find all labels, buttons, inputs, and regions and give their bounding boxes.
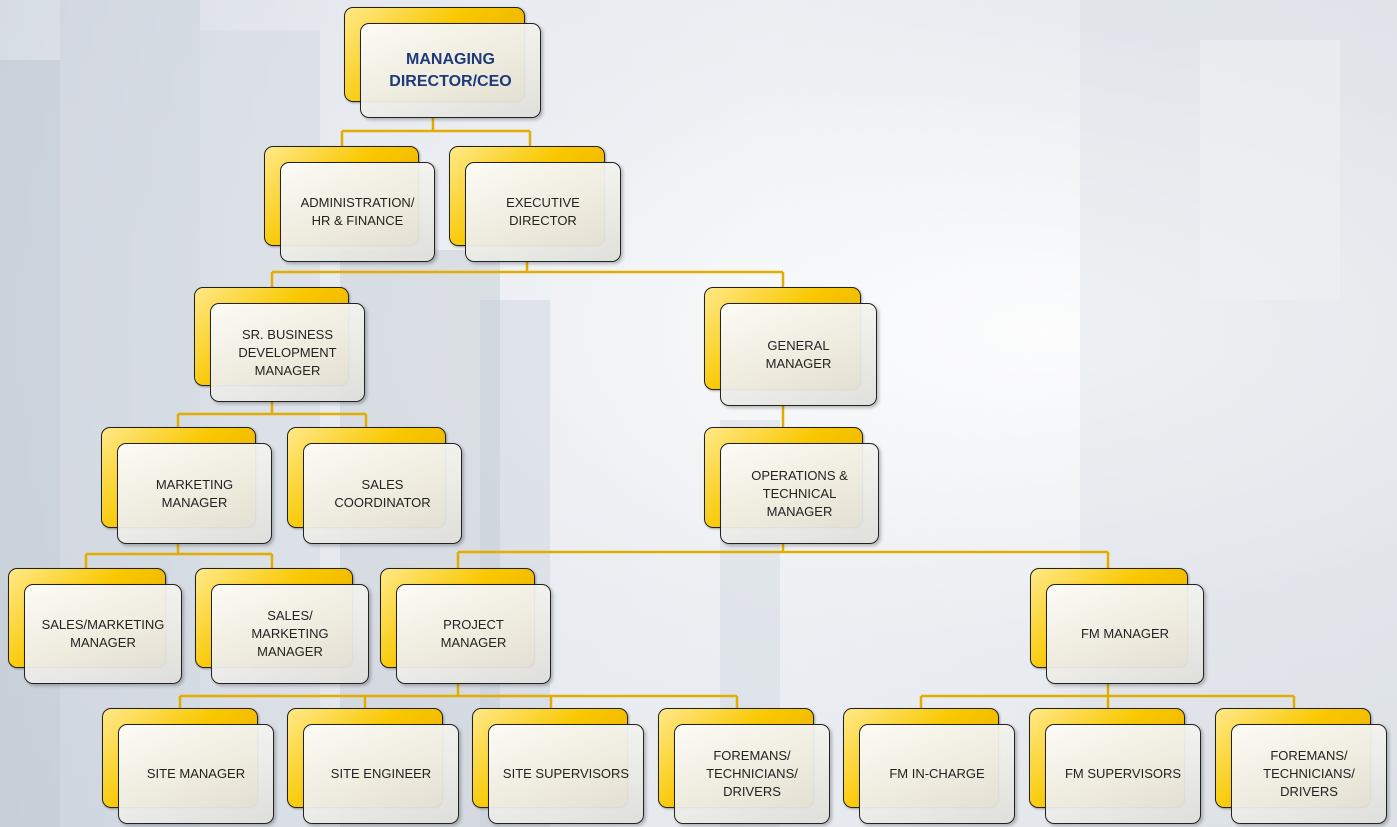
node-label: MARKETING MANAGER [155,476,234,510]
card-face: SITE ENGINEER [303,724,459,824]
node-sr-business-development-manager: SR. BUSINESS DEVELOPMENT MANAGER [194,287,365,402]
card-face: SR. BUSINESS DEVELOPMENT MANAGER [210,303,365,402]
node-fm-in-charge: FM IN-CHARGE [843,708,1015,824]
card-face: ADMINISTRATION/ HR & FINANCE [280,162,435,262]
node-foremans-technicians-drivers-fm: FOREMANS/ TECHNICIANS/ DRIVERS [1215,708,1387,824]
card-face: MARKETING MANAGER [117,443,272,544]
card-face: FM IN-CHARGE [859,724,1015,824]
node-sales-coordinator: SALES COORDINATOR [287,427,462,544]
node-site-supervisors: SITE SUPERVISORS [472,708,644,824]
node-foremans-technicians-drivers-project: FOREMANS/ TECHNICIANS/ DRIVERS [658,708,830,824]
node-label: FM IN-CHARGE [889,766,985,781]
node-label: SITE MANAGER [146,766,246,781]
node-label: SITE SUPERVISORS [502,766,630,781]
node-label: FOREMANS/ TECHNICIANS/ DRIVERS [706,748,798,799]
node-label: SITE ENGINEER [330,766,432,781]
node-sales-marketing-manager-1: SALES/MARKETING MANAGER [8,568,182,684]
node-administration-hr-finance: ADMINISTRATION/ HR & FINANCE [264,146,435,262]
card-face: OPERATIONS & TECHNICAL MANAGER [720,443,879,544]
node-label: PROJECT MANAGER [440,617,507,650]
node-project-manager: PROJECT MANAGER [380,568,551,684]
node-site-manager: SITE MANAGER [102,708,274,824]
node-label: FM MANAGER [1080,626,1170,641]
node-label: MANAGING DIRECTOR/CEO [389,50,512,90]
card-face: SITE SUPERVISORS [488,724,644,824]
card-face: SALES/MARKETING MANAGER [24,584,182,684]
node-label: FOREMANS/ TECHNICIANS/ DRIVERS [1263,748,1355,799]
node-fm-manager: FM MANAGER [1030,568,1204,684]
node-sales-marketing-manager-2: SALES/ MARKETING MANAGER [195,568,369,684]
card-face: SALES/ MARKETING MANAGER [211,584,369,684]
node-label: EXECUTIVE DIRECTOR [506,195,580,228]
node-general-manager: GENERAL MANAGER [704,287,877,406]
node-fm-supervisors: FM SUPERVISORS [1029,708,1201,824]
card-face: GENERAL MANAGER [720,303,877,406]
card-face: FOREMANS/ TECHNICIANS/ DRIVERS [674,724,830,824]
node-label: SR. BUSINESS DEVELOPMENT MANAGER [238,326,337,378]
node-label: SALES COORDINATOR [334,476,431,510]
node-site-engineer: SITE ENGINEER [287,708,459,824]
node-label: ADMINISTRATION/ HR & FINANCE [300,195,415,228]
card-face: FOREMANS/ TECHNICIANS/ DRIVERS [1231,724,1387,824]
card-face: FM MANAGER [1046,584,1204,684]
card-face: SITE MANAGER [118,724,274,824]
card-face: PROJECT MANAGER [396,584,551,684]
node-operations-technical-manager: OPERATIONS & TECHNICAL MANAGER [704,427,879,544]
node-executive-director: EXECUTIVE DIRECTOR [449,146,621,262]
node-label: FM SUPERVISORS [1064,766,1182,781]
node-label: SALES/MARKETING MANAGER [41,617,165,650]
node-managing-director-ceo: MANAGING DIRECTOR/CEO [344,7,541,118]
card-face: MANAGING DIRECTOR/CEO [360,23,541,118]
node-marketing-manager: MARKETING MANAGER [101,427,272,544]
card-face: SALES COORDINATOR [303,443,462,544]
node-label: SALES/ MARKETING MANAGER [251,608,329,659]
card-face: EXECUTIVE DIRECTOR [465,162,621,262]
node-label: OPERATIONS & TECHNICAL MANAGER [751,467,848,519]
node-label: GENERAL MANAGER [765,337,832,371]
card-face: FM SUPERVISORS [1045,724,1201,824]
